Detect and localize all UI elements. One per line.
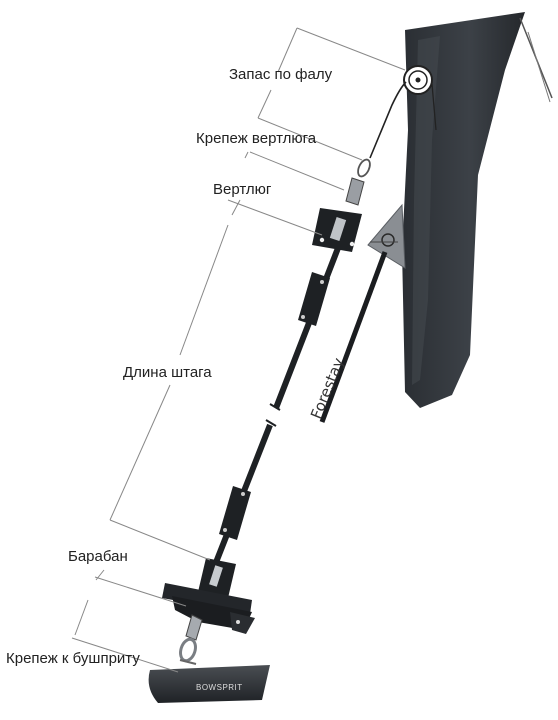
label-swivel-attachment: Крепеж вертлюга	[196, 130, 317, 147]
label-stay-length: Длина штага	[123, 364, 212, 381]
mast-crane	[519, 17, 553, 103]
halyard-line	[369, 81, 407, 159]
label-drum: Барабан	[68, 548, 128, 565]
bowsprit-shackle	[179, 614, 203, 665]
upper-joint	[298, 272, 330, 326]
forestay-tang	[367, 203, 406, 269]
bowsprit-label: BOWSPRIT	[196, 683, 243, 692]
dimension-lines	[71, 27, 406, 673]
label-bowsprit-attachment: Крепеж к бушприту	[6, 650, 140, 667]
masthead-sheave	[403, 65, 433, 95]
lower-joint	[219, 486, 251, 540]
label-swivel: Вертлюг	[213, 181, 272, 198]
bowsprit: BOWSPRIT	[148, 665, 270, 703]
label-forestay: Forestay	[307, 355, 348, 421]
forestay-wire	[319, 251, 388, 423]
label-halyard-allowance: Запас по фалу	[229, 66, 333, 83]
halyard-swivel	[312, 158, 371, 252]
mast	[402, 12, 525, 408]
furler-drum	[162, 558, 255, 634]
